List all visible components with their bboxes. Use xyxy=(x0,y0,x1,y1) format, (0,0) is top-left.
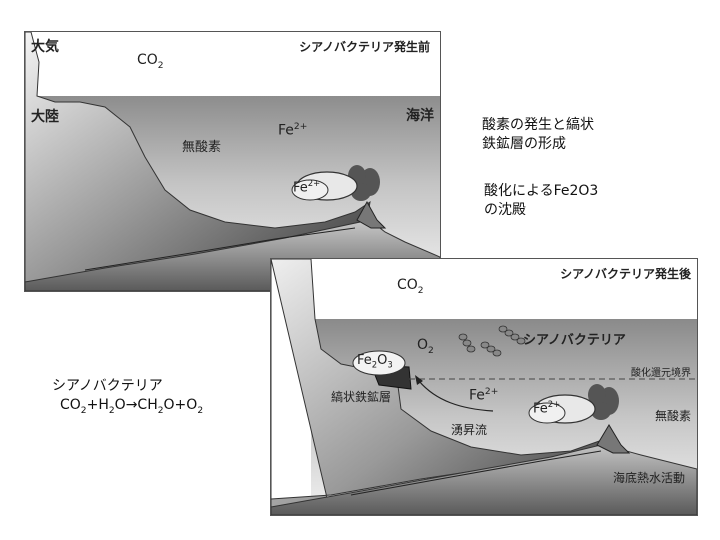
note-fe2o3-line2: の沈殿 xyxy=(484,202,526,218)
before-diagram xyxy=(25,32,440,291)
redox-boundary-label: 酸化還元境界 xyxy=(631,368,691,379)
before-panel: シアノバクテリア発生前 大気 CO2 大陸 海洋 無酸素 Fe2+ Fe2+ xyxy=(24,31,441,292)
panel-title-after: シアノバクテリア発生後 xyxy=(560,267,691,281)
upwelling-label: 湧昇流 xyxy=(451,423,488,437)
note-fe2o3-line1: 酸化によるFe2O3 xyxy=(484,183,599,199)
reaction-arrow: → xyxy=(125,397,138,413)
continent-label: 大陸 xyxy=(31,109,59,125)
bif-label: 縞状鉄鉱層 xyxy=(331,390,392,404)
note-oxygen-bif: 酸素の発生と縞状 鉄鉱層の形成 xyxy=(482,116,594,154)
hydrothermal-plume xyxy=(291,165,380,201)
note-oxygen-bif-line2: 鉄鉱層の形成 xyxy=(482,136,566,152)
cyanobacteria-label: シアノバクテリア xyxy=(523,333,626,348)
no-oxygen-label-before: 無酸素 xyxy=(182,140,222,155)
mid-ocean-ridge xyxy=(596,424,631,454)
upwelling-arrow xyxy=(418,380,494,412)
reaction-equation: CO2+H2O→CH2O+O2 xyxy=(60,397,204,416)
after-diagram xyxy=(271,259,697,515)
fe2o3-label: Fe2O3 xyxy=(357,353,393,370)
cyanobacteria-chains xyxy=(458,325,526,357)
plume-fe-label-after: Fe2+ xyxy=(533,399,561,417)
after-panel: シアノバクテリア発生後 CO2 O2 シアノバクテリア Fe2O3 酸化還元境界… xyxy=(270,258,698,516)
hydrothermal-plume xyxy=(528,384,619,424)
hydrothermal-label: 海底熱水活動 xyxy=(612,471,685,485)
plume-fe-label-before: Fe2+ xyxy=(293,178,321,196)
o2-label: O2 xyxy=(417,337,434,356)
fe-ion-label-before: Fe2+ xyxy=(278,122,308,139)
co2-label-before: CO2 xyxy=(137,52,164,71)
reaction-note: シアノバクテリア CO2+H2O→CH2O+O2 xyxy=(52,377,203,421)
ocean-label: 海洋 xyxy=(406,108,434,124)
panel-title-before: シアノバクテリア発生前 xyxy=(299,40,430,54)
mid-ocean-ridge xyxy=(356,200,387,229)
note-oxygen-bif-line1: 酸素の発生と縞状 xyxy=(482,117,594,133)
fe-ion-label-after: Fe2+ xyxy=(469,387,499,404)
co2-label-after: CO2 xyxy=(397,277,424,296)
no-oxygen-label-after: 無酸素 xyxy=(654,409,691,423)
reaction-title: シアノバクテリア xyxy=(52,378,163,394)
atmosphere-label: 大気 xyxy=(31,39,59,55)
fe2o3-bubble xyxy=(352,350,406,376)
note-fe2o3-precipitation: 酸化によるFe2O3 の沈殿 xyxy=(484,182,598,220)
